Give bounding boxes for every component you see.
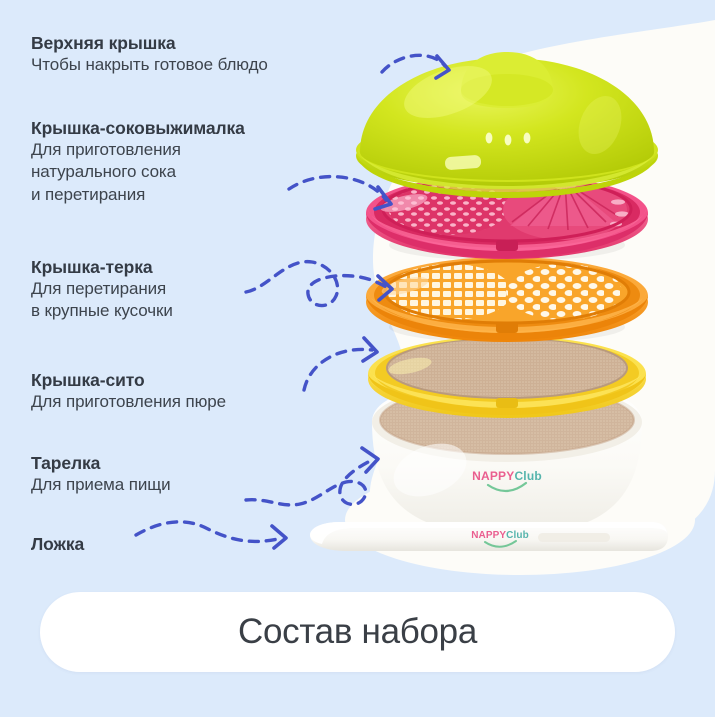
bottom-banner: Состав набора (40, 592, 675, 672)
brand-logo-bowl: NAPPYClub (472, 469, 542, 493)
label-desc-line: в крупные кусочки (31, 301, 173, 321)
label-item-sieve-lid: Крышка-сито Для приготовления пюре (31, 369, 226, 413)
label-desc-line: Для приема пищи (31, 475, 171, 495)
svg-text:NAPPYClub: NAPPYClub (472, 469, 542, 483)
label-title: Крышка-терка (31, 257, 153, 277)
product-top-lid (356, 52, 658, 198)
label-item-juicer-lid: Крышка-соковыжималка Для приготовления н… (31, 117, 245, 206)
label-item-top-lid: Верхняя крышка Чтобы накрыть готовое блю… (31, 32, 268, 76)
label-title: Крышка-соковыжималка (31, 118, 245, 138)
label-item-spoon: Ложка (31, 533, 84, 555)
banner-title: Состав набора (238, 612, 477, 651)
arrow-6-path (134, 520, 284, 544)
product-stack-illustration: NAPPYClub (310, 52, 668, 551)
label-title: Ложка (31, 534, 85, 554)
label-desc-line: Для перетирания (31, 279, 167, 299)
product-spoon: NAPPYClub (310, 522, 668, 551)
product-juicer-lid (366, 174, 648, 259)
label-item-plate: Тарелка Для приема пищи (31, 452, 171, 496)
label-desc-line: Для приготовления (31, 140, 181, 160)
label-desc-line: и перетирания (31, 184, 146, 204)
label-desc-line: натурального сока (31, 162, 176, 182)
arrow-6-head (270, 524, 288, 550)
label-title: Верхняя крышка (31, 33, 176, 53)
label-item-grater-lid: Крышка-терка Для перетирания в крупные к… (31, 256, 173, 323)
label-title: Тарелка (31, 453, 101, 473)
label-desc-line: Чтобы накрыть готовое блюдо (31, 55, 268, 75)
label-desc-line: Для приготовления пюре (31, 392, 226, 412)
label-title: Крышка-сито (31, 370, 145, 390)
product-sieve-lid (368, 336, 646, 418)
product-grater-lid (366, 257, 648, 342)
svg-text:NAPPYClub: NAPPYClub (471, 530, 529, 541)
